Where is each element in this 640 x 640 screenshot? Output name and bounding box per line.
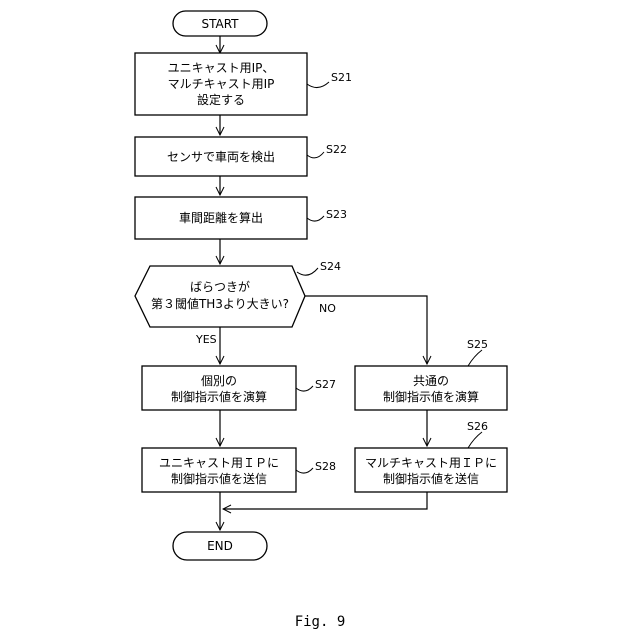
edge-s26-merge <box>223 492 427 509</box>
s27-line-2: 制御指示値を演算 <box>171 389 267 404</box>
s23-leader <box>307 216 324 221</box>
s24-step-label: S24 <box>320 260 341 273</box>
s23-step-label: S23 <box>326 208 347 221</box>
end-terminator: END <box>173 532 267 560</box>
start-label: START <box>201 17 239 31</box>
branch-yes-label: YES <box>195 333 217 346</box>
s21-step-label: S21 <box>331 71 352 84</box>
s24-leader <box>297 268 318 275</box>
s24-line-1: ばらつきが <box>190 279 250 294</box>
s22-leader <box>307 152 324 158</box>
s21-line-2: マルチキャスト用IP <box>168 77 275 91</box>
s28-line-2: 制御指示値を送信 <box>171 471 267 486</box>
figure-caption: Fig. 9 <box>295 614 346 630</box>
s22-line-1: センサで車両を検出 <box>167 150 275 164</box>
s27-leader <box>296 386 313 391</box>
s21-line-3: 設定する <box>197 92 245 107</box>
s25-line-2: 制御指示値を演算 <box>383 389 479 404</box>
process-s26: マルチキャスト用ＩＰに 制御指示値を送信 <box>355 448 507 492</box>
decision-s24: ばらつきが 第３閾値TH3より大きい? <box>135 266 305 327</box>
s26-line-1: マルチキャスト用ＩＰに <box>365 456 497 470</box>
s28-step-label: S28 <box>315 460 336 473</box>
process-s28: ユニキャスト用ＩＰに 制御指示値を送信 <box>142 448 296 492</box>
s22-step-label: S22 <box>326 143 347 156</box>
s21-leader <box>307 82 329 88</box>
s27-step-label: S27 <box>315 378 336 391</box>
process-s22: センサで車両を検出 <box>135 137 307 176</box>
s23-line-1: 車間距離を算出 <box>179 210 263 225</box>
s25-step-label: S25 <box>467 338 488 351</box>
step-labels: S21 S22 S23 S24 S27 S28 S25 S26 <box>296 71 488 473</box>
process-s27: 個別の 制御指示値を演算 <box>142 366 296 410</box>
s27-line-1: 個別の <box>201 374 237 388</box>
s28-leader <box>296 468 313 473</box>
s25-line-1: 共通の <box>413 374 449 388</box>
s26-line-2: 制御指示値を送信 <box>383 471 479 486</box>
process-s25: 共通の 制御指示値を演算 <box>355 366 507 410</box>
s26-leader <box>468 432 482 448</box>
s25-leader <box>468 350 482 366</box>
s26-step-label: S26 <box>467 420 488 433</box>
end-label: END <box>207 539 233 553</box>
s24-line-2: 第３閾値TH3より大きい? <box>151 296 289 311</box>
s21-line-1: ユニキャスト用IP、 <box>168 61 275 75</box>
process-s21: ユニキャスト用IP、 マルチキャスト用IP 設定する <box>135 53 307 115</box>
branch-no-label: NO <box>319 302 336 315</box>
start-terminator: START <box>173 11 267 36</box>
s28-line-1: ユニキャスト用ＩＰに <box>159 456 279 470</box>
process-s23: 車間距離を算出 <box>135 197 307 239</box>
